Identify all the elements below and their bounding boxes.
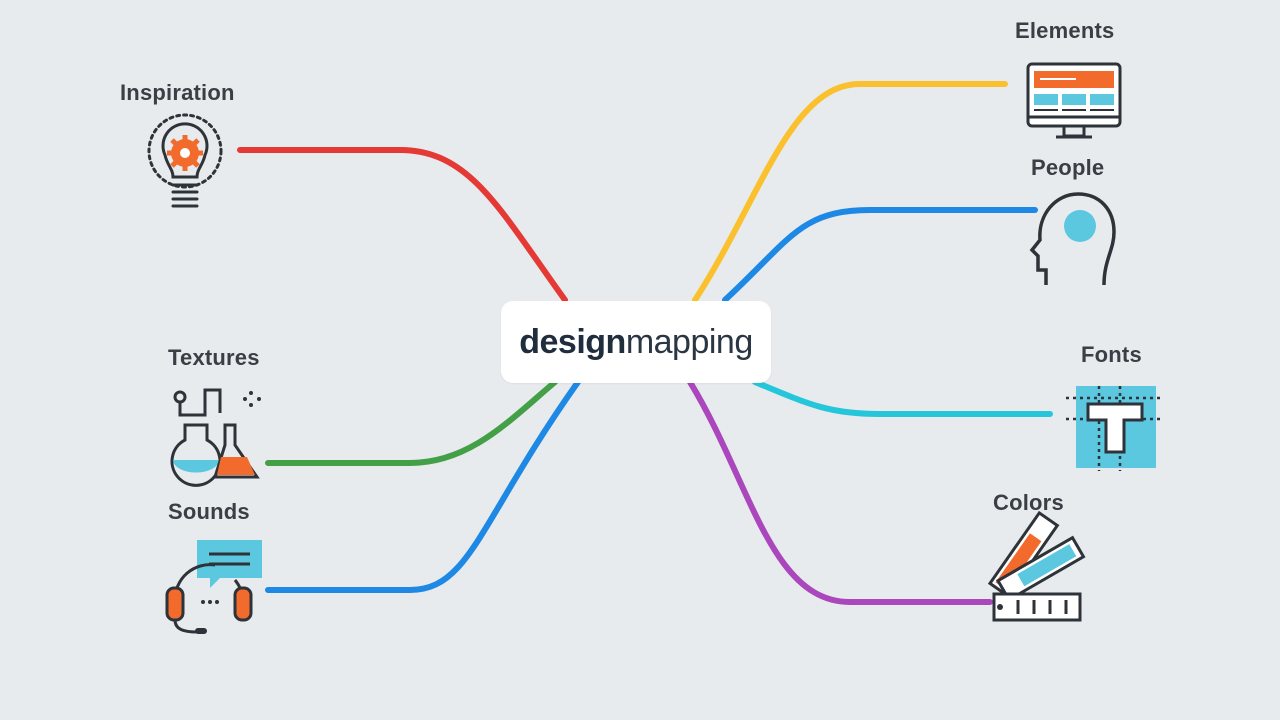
lightbulb-gear-icon — [147, 113, 223, 208]
head-profile-icon — [1029, 192, 1116, 286]
node-label-people: People — [1031, 155, 1105, 180]
color-swatches-icon — [987, 510, 1086, 622]
node-label-colors: Colors — [993, 490, 1064, 515]
design-mapping-logo: designmapping — [519, 323, 753, 362]
central-node[interactable]: designmapping — [501, 301, 771, 383]
node-label-elements: Elements — [1015, 18, 1115, 43]
logo-bold-part: design — [519, 322, 626, 361]
node-label-sounds: Sounds — [168, 499, 250, 524]
logo-light-part: mapping — [625, 322, 753, 361]
chemistry-flasks-icon — [170, 388, 261, 487]
monitor-layout-icon — [1026, 62, 1122, 139]
branch-inspiration — [237, 147, 568, 303]
branch-elements — [692, 81, 1008, 303]
node-label-fonts: Fonts — [1081, 342, 1142, 367]
headset-chat-icon — [165, 540, 262, 634]
branch-fonts — [752, 379, 1053, 417]
node-label-inspiration: Inspiration — [120, 80, 235, 105]
branch-textures — [265, 379, 558, 466]
branch-colors — [687, 379, 993, 605]
branch-sounds — [265, 379, 581, 593]
node-label-textures: Textures — [168, 345, 260, 370]
font-t-icon — [1066, 386, 1164, 471]
branch-people — [722, 207, 1038, 303]
